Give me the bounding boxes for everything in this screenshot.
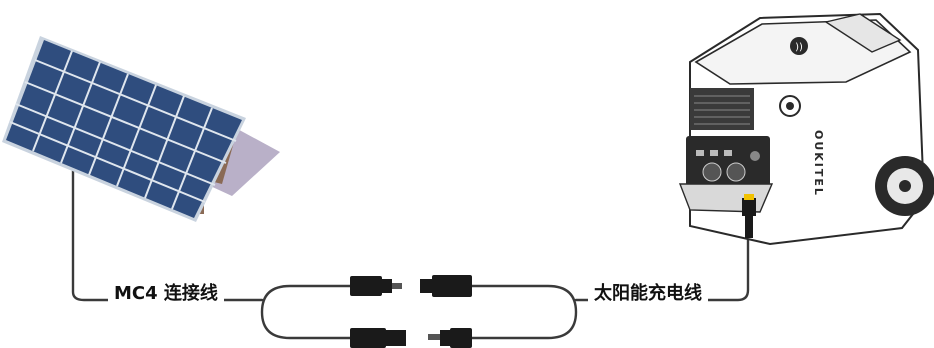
cable-loop-right [470, 284, 578, 340]
ac-outlet [702, 162, 722, 182]
mc4-cable-label: MC4 连接线 [108, 283, 224, 305]
mc4-cable-left [71, 168, 264, 302]
device-brand: OUKITEL [812, 130, 825, 197]
wireless-charge-icon [790, 37, 808, 55]
mc4-connector-bottom-female [428, 328, 472, 348]
usb-port [724, 150, 732, 156]
portable-power-station: )) [678, 12, 934, 246]
svg-text:)): )) [795, 42, 803, 53]
cable-wiring [71, 168, 750, 340]
solar-panel [2, 36, 280, 222]
cable-loop-left [260, 284, 354, 340]
ac-outlet [726, 162, 746, 182]
mc4-connector-bottom-male [350, 328, 406, 348]
solar-charge-cable-label: 太阳能充电线 [588, 283, 708, 305]
usb-port [696, 150, 704, 156]
solar-charge-cable-right [574, 234, 750, 302]
mc4-connector-top-female [420, 275, 472, 297]
port-panel [686, 136, 770, 186]
charge-plug [742, 198, 756, 216]
front-vent [690, 88, 754, 130]
usb-port [710, 150, 718, 156]
mc4-connector-top-male [350, 276, 402, 296]
